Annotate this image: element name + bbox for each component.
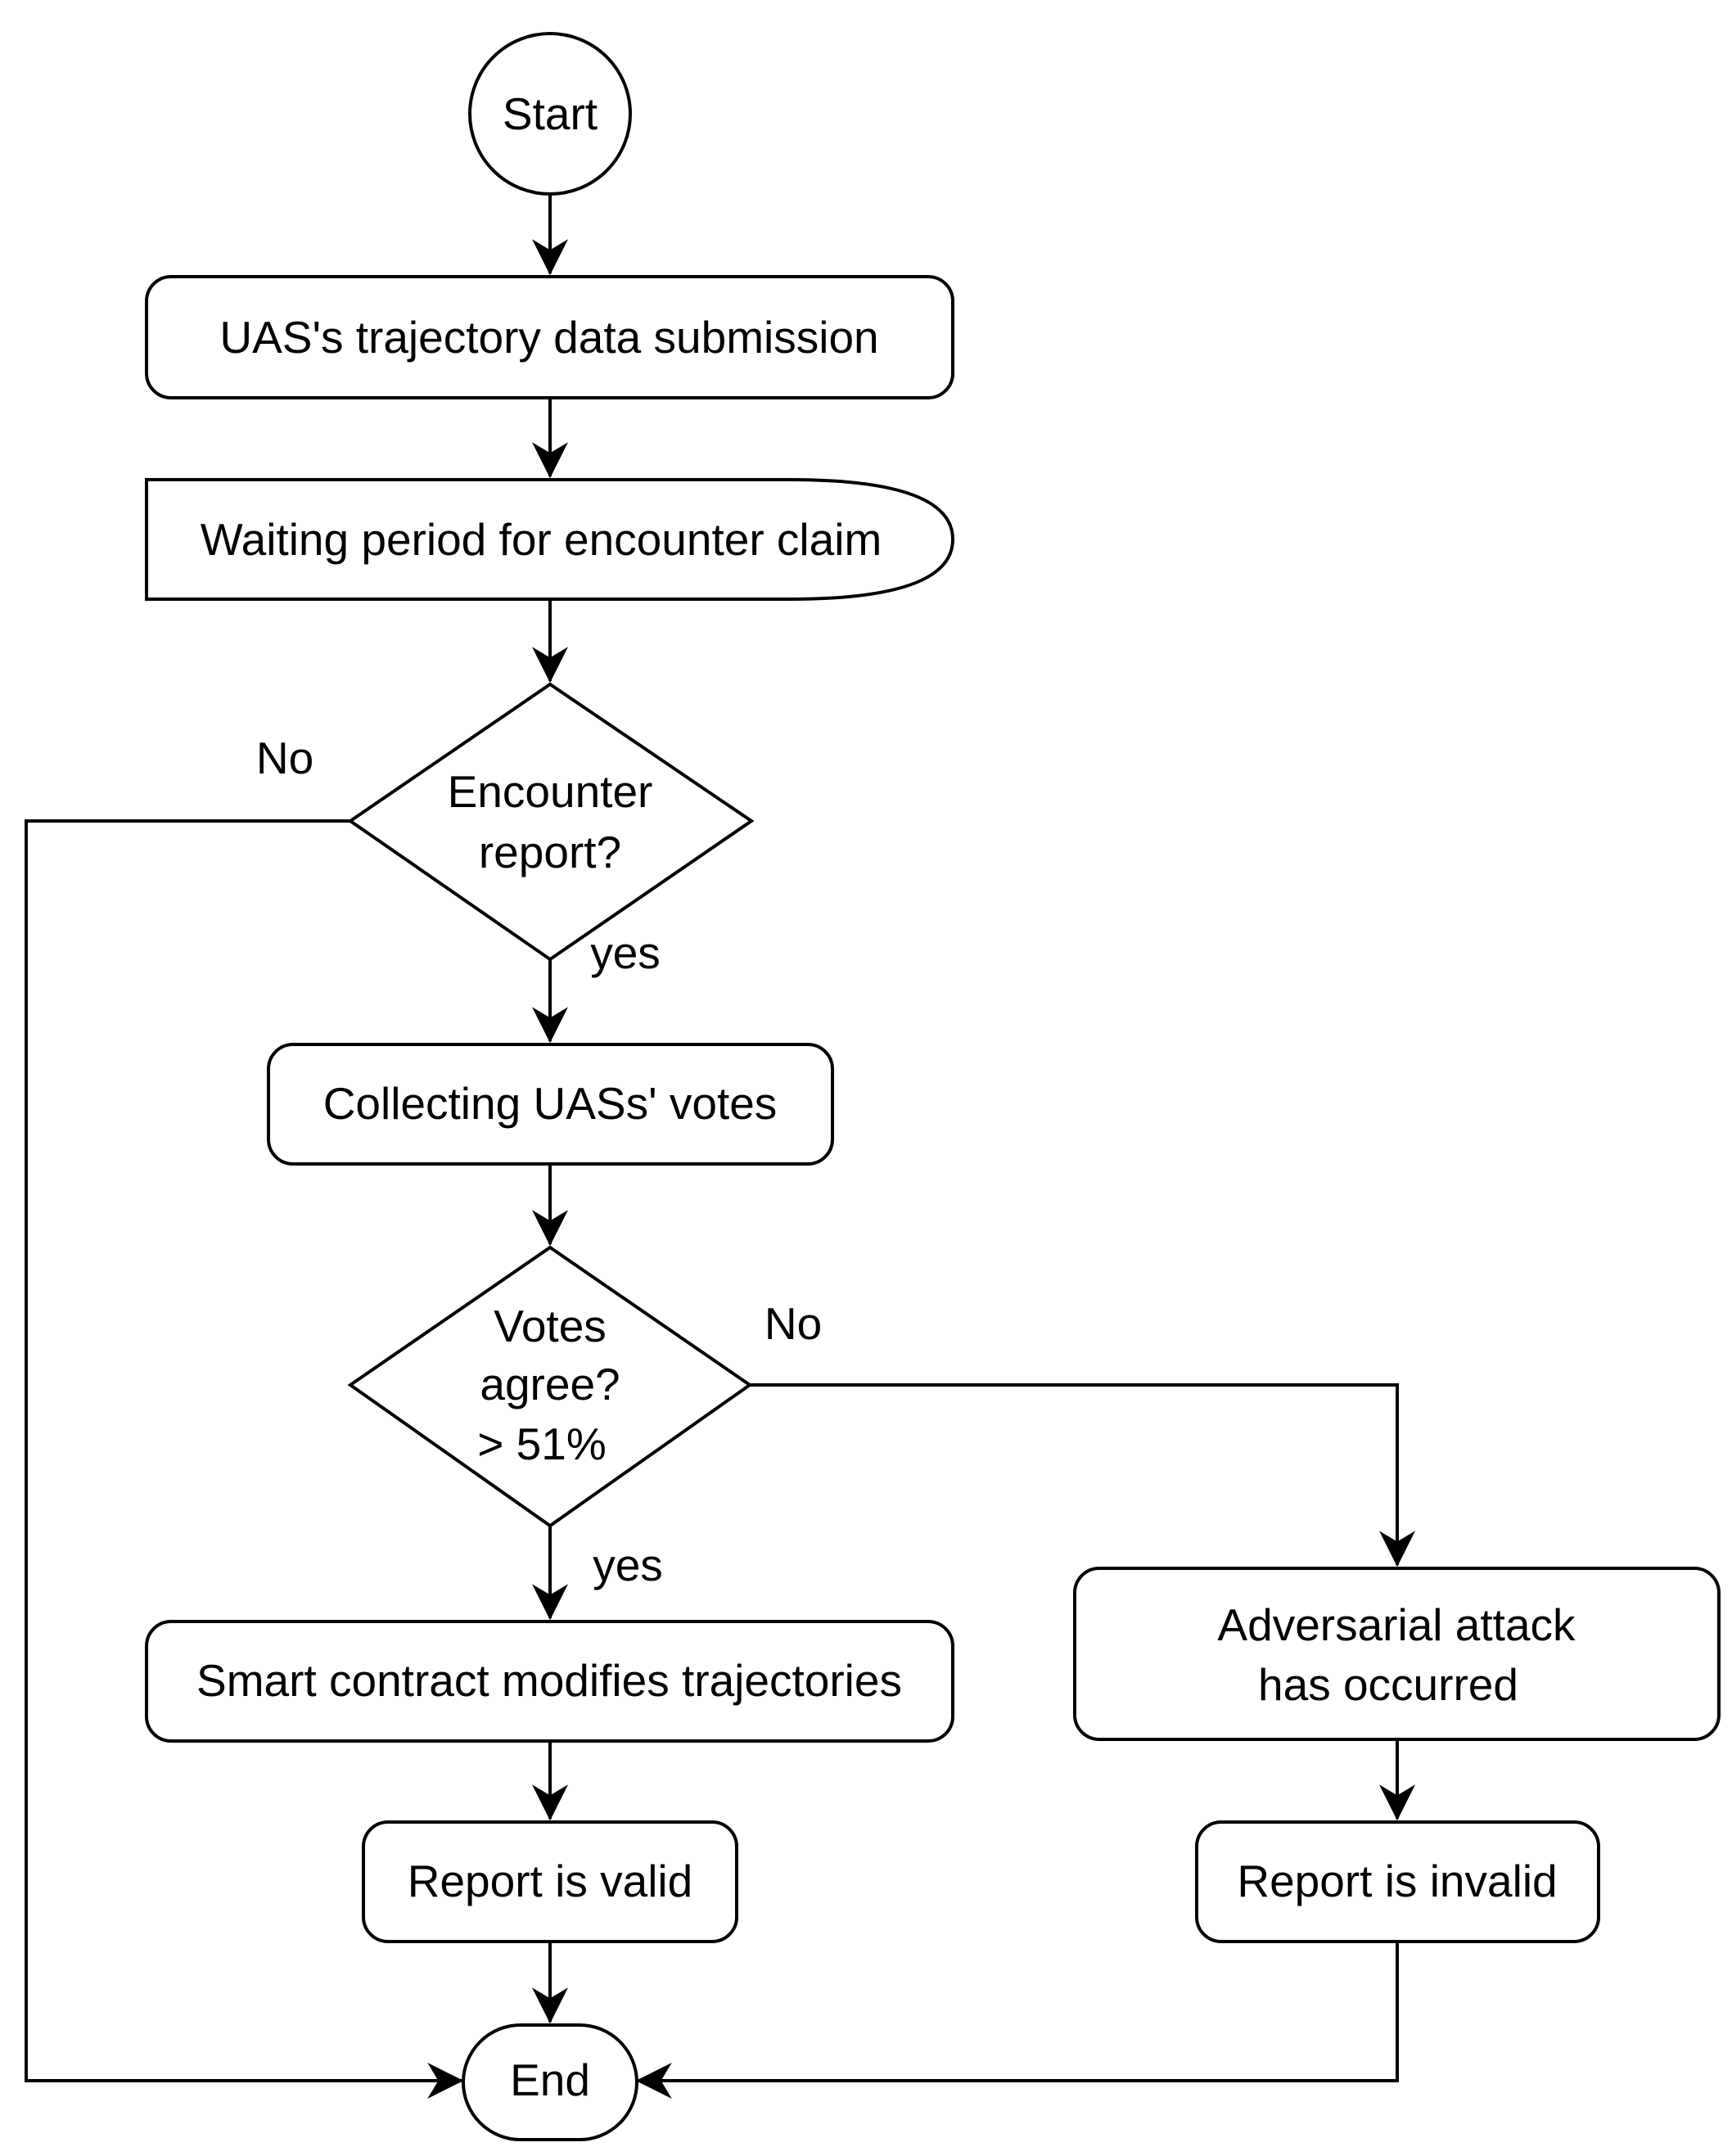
edges xyxy=(25,195,1415,2099)
submission-label: UAS's trajectory data submission xyxy=(219,312,878,363)
report-valid-label: Report is valid xyxy=(408,1856,692,1906)
submission-node: UAS's trajectory data submission xyxy=(145,275,954,399)
encounter-decision-line-2: report? xyxy=(479,827,621,877)
edge-invalid-to-end xyxy=(635,1942,1399,2099)
encounter-decision-node: Encounter report? xyxy=(347,682,755,962)
votes-decision-node: Votes agree? > 51% xyxy=(347,1245,753,1528)
report-invalid-node: Report is invalid xyxy=(1195,1820,1600,1943)
votes-decision-line-1: Votes xyxy=(494,1301,607,1351)
report-invalid-label: Report is invalid xyxy=(1237,1856,1557,1906)
collect-votes-node: Collecting UASs' votes xyxy=(267,1043,834,1166)
adversarial-node: Adversarial attack has occurred xyxy=(1073,1567,1721,1741)
end-node: End xyxy=(462,2023,638,2141)
votes-yes-label: yes xyxy=(593,1540,663,1590)
collect-votes-label: Collecting UASs' votes xyxy=(323,1078,778,1129)
votes-no-label: No xyxy=(765,1298,822,1349)
adversarial-line-1: Adversarial attack xyxy=(1217,1599,1576,1650)
smart-contract-node: Smart contract modifies trajectories xyxy=(145,1620,954,1743)
edge-encounter-no-to-end xyxy=(25,819,464,2099)
report-valid-node: Report is valid xyxy=(362,1820,738,1943)
votes-decision-line-2: agree? xyxy=(480,1359,620,1410)
start-label: Start xyxy=(503,88,598,139)
encounter-decision-line-1: Encounter xyxy=(448,766,653,817)
adversarial-line-2: has occurred xyxy=(1258,1659,1518,1710)
edge-votes-no-to-adversarial xyxy=(750,1383,1415,1567)
encounter-no-label: No xyxy=(256,733,313,783)
waiting-node: Waiting period for encounter claim xyxy=(145,478,955,601)
waiting-label: Waiting period for encounter claim xyxy=(201,514,882,565)
encounter-yes-label: yes xyxy=(590,927,661,978)
end-label: End xyxy=(510,2055,590,2105)
votes-decision-line-3: > 51% xyxy=(477,1419,606,1469)
start-node: Start xyxy=(468,32,632,196)
smart-contract-label: Smart contract modifies trajectories xyxy=(196,1655,902,1706)
